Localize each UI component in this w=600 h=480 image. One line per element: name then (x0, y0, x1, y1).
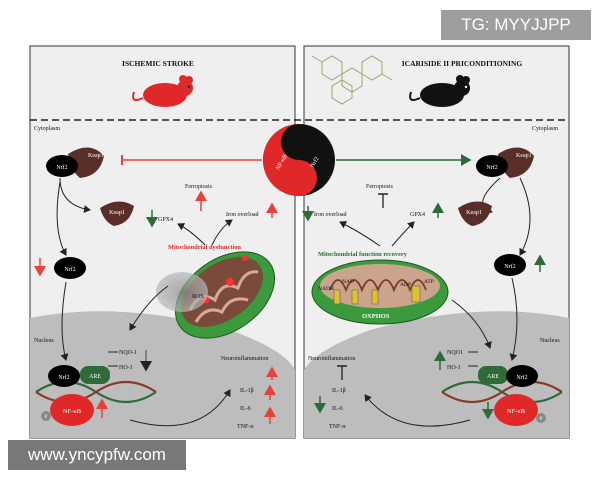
right-oxphos: OXPHOS (362, 313, 390, 320)
left-nrf2-c: Nrf2 (58, 374, 69, 381)
left-nfkb-oval (50, 394, 94, 426)
left-il6: IL-6 (240, 406, 251, 412)
left-nrf2-oval-a (46, 155, 78, 177)
right-cytoplasm-label: Cytoplasm (532, 126, 558, 132)
yin-yang-symbol (263, 124, 335, 196)
left-tnfa: TNF-α (237, 424, 254, 430)
right-gpx4: GPX4 (410, 212, 425, 218)
right-are-box (478, 366, 508, 384)
left-il1b: IL-1β (240, 388, 254, 394)
left-p-circle (41, 411, 51, 421)
left-arrow-neuroinflam (129, 389, 231, 427)
right-ho1: HO-1 (447, 365, 461, 371)
left-mito-label: Mitochondrial dysfunction (168, 244, 241, 251)
left-nucleus-label: Nucleus (34, 338, 54, 344)
yang-label: Nrf2 (309, 156, 321, 169)
right-panel-title: ICARISIDE II PRICONDITIONING (402, 59, 523, 68)
left-ros: ROS (192, 294, 204, 300)
right-p: P (540, 417, 543, 422)
icariside-molecule-icon (311, 55, 393, 105)
right-arrow-mito-nucleus (451, 299, 492, 349)
left-nrf2-oval-c (48, 365, 80, 387)
left-arrow-to-iron (211, 219, 233, 246)
right-nadh: NADH (318, 286, 334, 292)
right-nrf2-oval-c (506, 365, 538, 387)
red-mouse-icon (132, 75, 193, 107)
left-arrow-ros-nucleus (129, 285, 169, 331)
left-ho1: HO-1 (119, 365, 133, 371)
left-ferroptosis: Ferroptosis (185, 184, 213, 190)
right-nqo1: NQO1 (447, 350, 463, 356)
watermark-top: TG: MYYJJPP (441, 10, 591, 40)
black-mouse-icon (409, 75, 470, 107)
right-keap1-shape-a (498, 147, 534, 178)
right-adp: ADP (400, 282, 411, 288)
left-arrow-nrf2-nucleus (60, 281, 69, 361)
left-keap1-shape-a (68, 147, 104, 178)
right-nucleus-label: Nucleus (540, 338, 560, 344)
left-are-box (80, 366, 110, 384)
right-are: ARE (487, 374, 499, 380)
left-iron-overload: Iron overload (226, 212, 259, 218)
left-panel-title: ISCHEMIC STROKE (122, 59, 194, 68)
right-nrf2-b: Nrf2 (504, 263, 515, 270)
right-il6: IL-6 (332, 406, 343, 412)
right-keap1-b: Keap1 (466, 210, 482, 216)
left-ros-cloud (156, 272, 208, 312)
left-nrf2-oval-b (54, 257, 86, 279)
left-nfkb: NF-κB (63, 408, 82, 415)
left-nrf2-a: Nrf2 (56, 164, 67, 171)
right-arrow-to-iron (339, 221, 381, 247)
right-arrow-neuroinflam (364, 394, 471, 427)
right-arrow-nrf2-nucleus (509, 277, 518, 361)
watermark-bottom: www.yncypfw.com (8, 440, 186, 470)
right-nrf2-oval-b (494, 254, 526, 276)
right-neuroinflammation: Neuroinflammation (308, 355, 355, 362)
right-arrow-to-gpx4 (391, 221, 415, 247)
right-p-circle (536, 413, 546, 423)
left-arrow-nrf2 (56, 181, 67, 256)
left-neuroinflammation: Neuroinflammation (221, 355, 268, 362)
left-nqo1: NQO-1 (119, 350, 137, 356)
left-cytoplasm-label: Cytoplasm (34, 126, 60, 132)
right-nad: NAD (342, 279, 354, 285)
right-nrf2-c: Nrf2 (516, 374, 527, 381)
left-nrf2-b: Nrf2 (64, 266, 75, 273)
right-nfkb: NF-κB (507, 408, 526, 415)
right-il1b: IL-1β (332, 388, 346, 394)
healthy-mitochondrion (311, 259, 449, 325)
left-keap1-b: Keap1 (109, 210, 125, 216)
right-nrf2-a: Nrf2 (486, 164, 497, 171)
left-gpx4: GPX4 (158, 217, 173, 223)
left-arrow-to-gpx4 (177, 223, 206, 246)
left-dna-strand-b (35, 381, 157, 403)
right-nfkb-oval (494, 394, 538, 426)
right-tnfa: TNF-α (329, 424, 346, 430)
damaged-mitochondrion (174, 251, 276, 339)
right-keap1-a: Keap1 (516, 153, 532, 159)
right-ferroptosis: Ferroptosis (366, 184, 394, 190)
right-iron-overload: Iron overload (314, 212, 347, 218)
left-keap1-a: Keap1 (88, 153, 104, 159)
left-p: P (45, 415, 48, 420)
right-dna-strand-b (441, 381, 563, 403)
left-keap1-shape-b (100, 201, 134, 226)
right-atp: ATP (424, 279, 434, 285)
right-keap1-shape-b (458, 201, 492, 226)
right-nrf2-oval-a (476, 155, 508, 177)
left-are: ARE (89, 374, 101, 380)
right-mito-label: Mitochondrial function recovery (318, 251, 408, 258)
right-arrow-nrf2 (519, 177, 531, 256)
